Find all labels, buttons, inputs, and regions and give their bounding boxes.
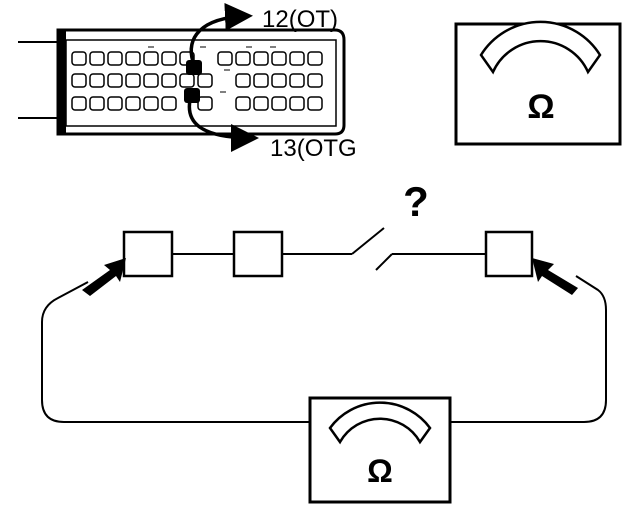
test-lead-left bbox=[41, 281, 310, 423]
terminal-right bbox=[484, 230, 534, 278]
probe-left bbox=[82, 258, 126, 296]
ohmmeter-top: Ω bbox=[454, 20, 622, 146]
switch-contact bbox=[375, 253, 393, 271]
connector-flange bbox=[58, 30, 66, 134]
ohm-symbol: Ω bbox=[367, 453, 393, 489]
terminal-left bbox=[122, 230, 174, 278]
pin-12-cavity bbox=[186, 60, 202, 75]
connector-mold-marks bbox=[148, 46, 276, 93]
test-lead-right bbox=[450, 275, 607, 423]
terminal-middle bbox=[232, 230, 284, 278]
ohm-symbol: Ω bbox=[527, 88, 554, 126]
probe-right bbox=[532, 258, 578, 295]
test-circuit bbox=[41, 227, 607, 423]
pin-12-callout-arrow bbox=[189, 2, 253, 63]
question-mark: ? bbox=[403, 178, 429, 225]
meter-scale-arc bbox=[479, 20, 602, 75]
pin-13-cavity bbox=[184, 88, 200, 103]
connector-face bbox=[65, 39, 337, 127]
pin-12-label: 12(OT) bbox=[262, 6, 338, 33]
ohmmeter-bottom: Ω bbox=[308, 396, 452, 504]
pin-13-callout-arrow bbox=[187, 99, 259, 152]
meter-scale-arc bbox=[328, 401, 432, 445]
open-switch-blade bbox=[351, 227, 385, 255]
wiring-connector: 12(OT) 13(OTG bbox=[18, 2, 357, 162]
pin-13-label: 13(OTG bbox=[270, 135, 357, 162]
